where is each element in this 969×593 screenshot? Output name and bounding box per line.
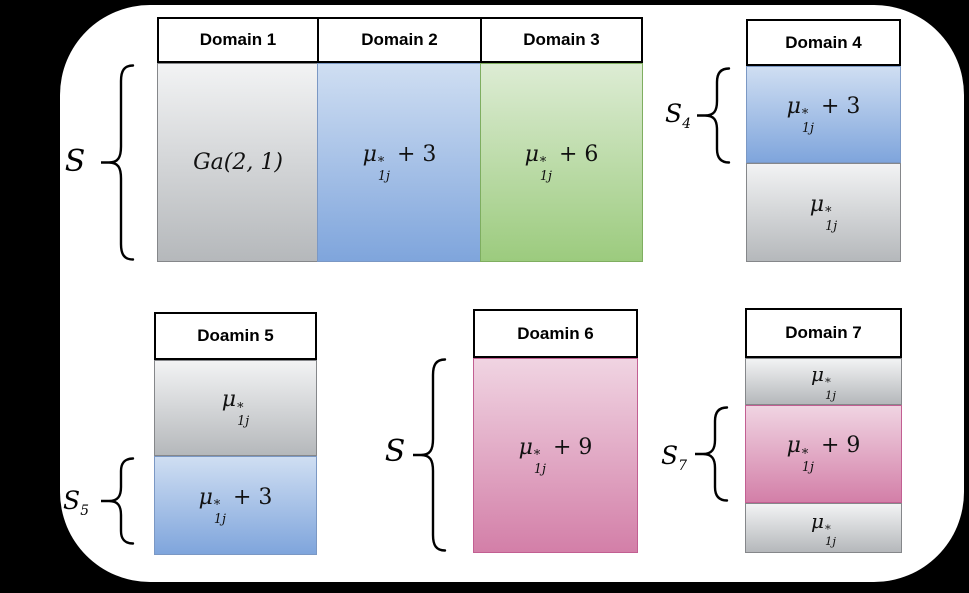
domain4-bottom-cell: μ*1j	[746, 163, 901, 262]
domain1-distribution-label: Ga(2, 1)	[193, 150, 283, 175]
domain3-distribution-cell: μ*1j+ 6	[480, 63, 643, 262]
domain2-distribution-cell: μ*1j+ 3	[317, 63, 482, 262]
brace-S4	[697, 67, 731, 164]
domain1-header-label: Domain 1	[199, 30, 277, 49]
domain5-top-cell: μ*1j	[154, 360, 317, 456]
domain6-header-label: Doamin 6	[517, 323, 594, 343]
brace-S5	[101, 457, 135, 545]
domain7-bottom-label: μ*1j	[811, 508, 836, 549]
domain6-distribution-label: μ*1j+ 9	[518, 434, 593, 477]
domain2-distribution-label: μ*1j+ 3	[362, 141, 437, 184]
domain4-header-label: Domain 4	[785, 32, 862, 52]
domain7-middle-label: μ*1j+ 9	[786, 433, 861, 476]
domain7-header: Domain 7	[745, 308, 902, 358]
set-label-S-top: S	[64, 144, 86, 179]
domain5-bottom-cell: μ*1j+ 3	[154, 456, 317, 555]
set-label-S5: S5	[63, 486, 89, 519]
domain1-distribution-cell: Ga(2, 1)	[157, 63, 319, 262]
domain7-middle-cell: μ*1j+ 9	[745, 405, 902, 503]
set-label-S7: S7	[661, 441, 687, 474]
domain5-header: Doamin 5	[154, 312, 317, 360]
domain7-bottom-cell: μ*1j	[745, 503, 902, 553]
domain4-header: Domain 4	[746, 19, 901, 66]
set-label-S4: S4	[665, 99, 691, 132]
domain6-distribution-cell: μ*1j+ 9	[473, 358, 638, 553]
domain2-header-label: Domain 2	[361, 30, 438, 49]
domain2-header: Domain 2	[317, 17, 482, 63]
domain5-top-label: μ*1j	[221, 387, 250, 430]
domain3-distribution-label: μ*1j+ 6	[524, 141, 599, 184]
domain6-header: Doamin 6	[473, 309, 638, 358]
domain7-header-label: Domain 7	[785, 323, 862, 342]
brace-S-top-row	[101, 64, 135, 261]
domain3-header-label: Domain 3	[523, 30, 600, 49]
domain3-header: Domain 3	[480, 17, 643, 63]
domain5-header-label: Doamin 5	[197, 326, 274, 345]
set-label-S-domain6: S	[384, 434, 406, 469]
brace-S-domain6	[413, 358, 447, 552]
domain7-top-cell: μ*1j	[745, 358, 902, 405]
domain4-bottom-label: μ*1j	[809, 191, 838, 234]
domain5-bottom-label: μ*1j+ 3	[198, 484, 273, 527]
brace-S7	[695, 406, 729, 502]
domain4-top-label: μ*1j+ 3	[786, 93, 861, 136]
domain7-top-label: μ*1j	[811, 362, 836, 402]
domain1-header: Domain 1	[157, 17, 319, 63]
domain4-top-cell: μ*1j+ 3	[746, 66, 901, 163]
